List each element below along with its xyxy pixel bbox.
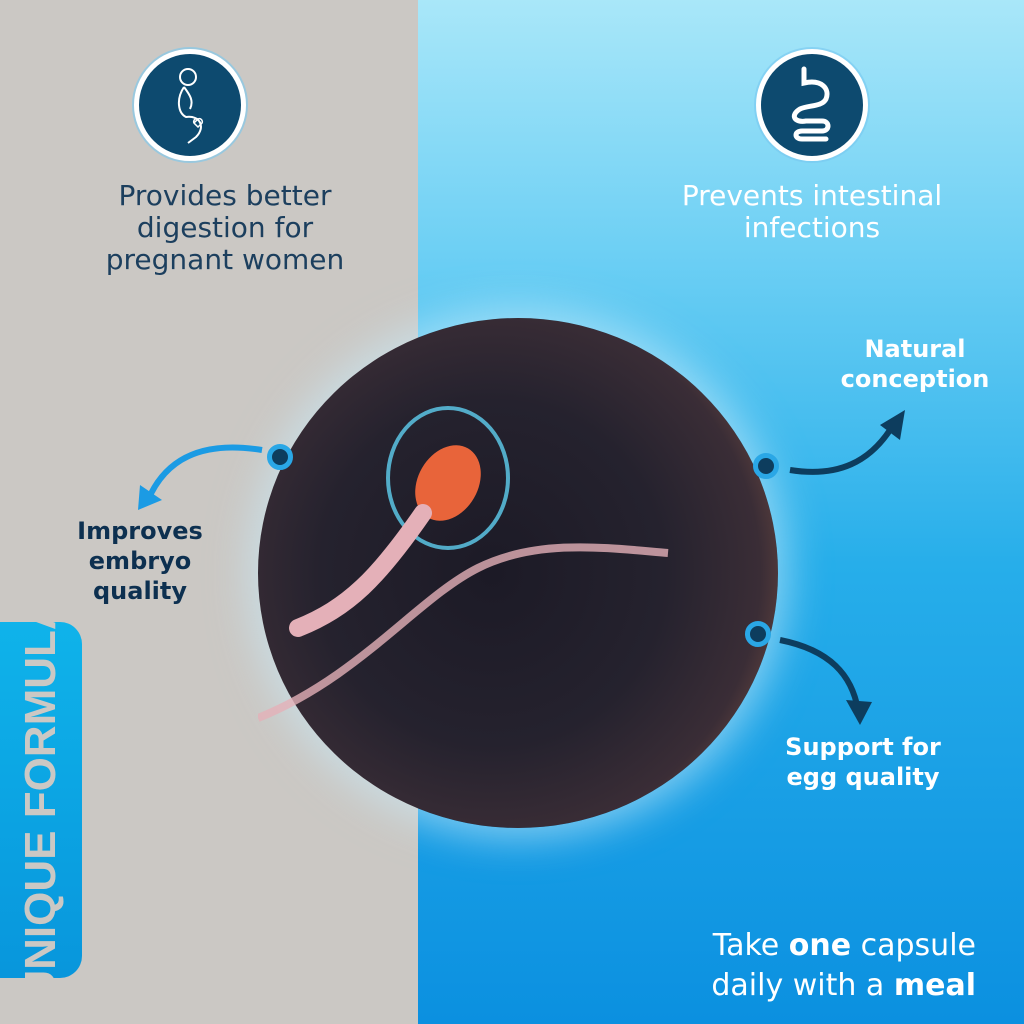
dosage-text-part: capsule — [851, 928, 976, 963]
dosage-emphasis: meal — [893, 968, 976, 1003]
dosage-text-part: daily with a — [711, 968, 894, 1003]
marker-dot — [267, 444, 293, 470]
dosage-emphasis: one — [788, 928, 852, 963]
pregnant-woman-icon — [134, 49, 246, 161]
benefit-intestinal: Prevents intestinal infections — [681, 179, 943, 244]
marker-dot — [753, 453, 779, 479]
benefit-conception: Natural conception — [840, 335, 990, 393]
dosage-text: Take one capsule daily with a meal — [711, 926, 976, 1006]
egg-cell-image — [258, 318, 778, 828]
badge-label: UNIQUE FORMULA — [16, 598, 65, 1002]
marker-dot — [745, 621, 771, 647]
benefit-pregnant-digestion: Provides better digestion for pregnant w… — [105, 179, 345, 276]
digestive-system-icon — [756, 49, 868, 161]
benefit-egg: Support for egg quality — [785, 733, 941, 791]
unique-formula-badge: UNIQUE FORMULA — [0, 598, 82, 1002]
dosage-text-part: Take — [712, 928, 789, 963]
benefit-embryo: Improves embryo quality — [77, 517, 203, 605]
